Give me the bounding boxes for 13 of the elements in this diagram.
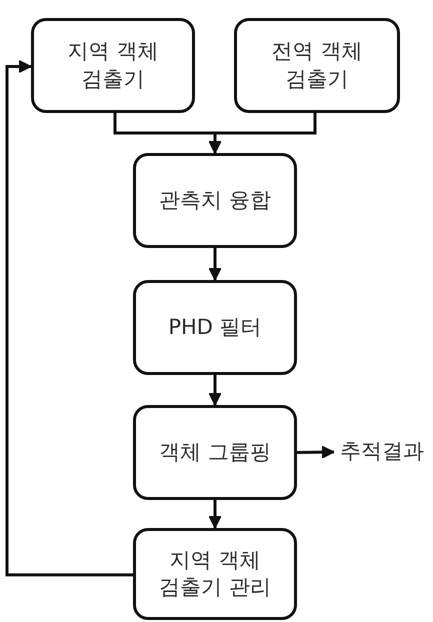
arrow: [6, 60, 133, 576]
process-box: PHD 필터: [133, 280, 297, 375]
process-box: 객체 그룹핑: [133, 405, 297, 500]
output-label: 추적결과: [340, 437, 428, 467]
process-box: 전역 객체 검출기: [234, 18, 400, 113]
arrow: [296, 446, 335, 459]
arrow: [208, 375, 222, 406]
arrow: [208, 248, 222, 281]
arrow: [208, 113, 316, 154]
process-box: 지역 객체 검출기 관리: [133, 528, 297, 620]
process-box: 관측치 융합: [133, 153, 297, 248]
process-box: 지역 객체 검출기: [31, 18, 195, 113]
arrow: [208, 500, 222, 529]
